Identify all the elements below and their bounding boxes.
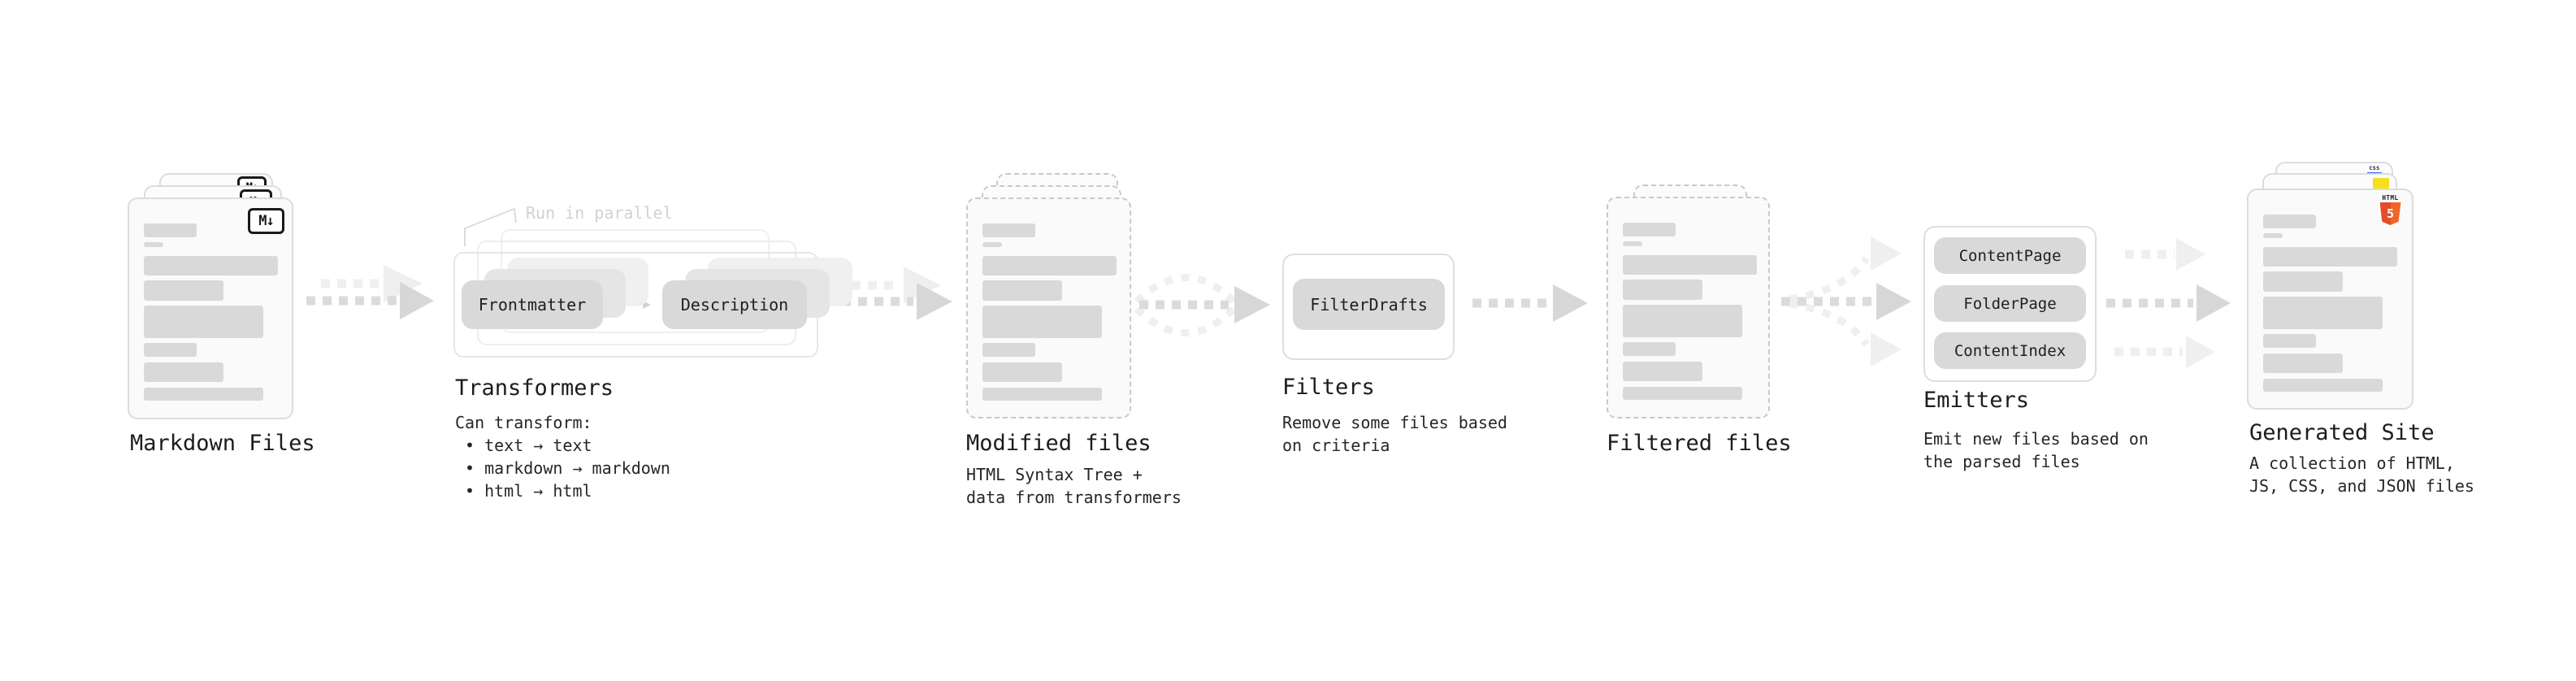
modified-file-card — [966, 197, 1131, 419]
skeleton-bar — [144, 280, 223, 301]
filtered-file-card — [1607, 197, 1770, 419]
description-pill: Description — [662, 280, 807, 329]
filterdrafts-pill: FilterDrafts — [1293, 279, 1445, 330]
skeleton-bar — [2263, 233, 2283, 238]
skeleton-bar — [2263, 354, 2343, 373]
html5-shield: 5 — [2379, 202, 2401, 225]
arrow-modified-to-filters — [1134, 274, 1270, 336]
skeleton-bar — [2263, 379, 2383, 392]
skeleton-bar — [2263, 271, 2343, 292]
skeleton-bar — [2263, 247, 2397, 267]
desc-line: Can transform: — [455, 413, 592, 432]
skeleton-bar — [982, 388, 1102, 401]
desc-bullet: • text → text — [465, 436, 592, 455]
css-word: CSS — [2369, 165, 2380, 171]
skeleton-bar — [1623, 342, 1676, 356]
skeleton-bar — [1623, 387, 1742, 400]
html5-number: 5 — [2386, 206, 2395, 221]
skeleton-bar — [982, 362, 1062, 382]
emitters-description: Emit new files based on the parsed files — [1923, 427, 2149, 473]
skeleton-bar — [982, 306, 1102, 338]
desc-bullet: • markdown → markdown — [465, 458, 670, 478]
skeleton-bar — [1623, 305, 1742, 337]
run-in-parallel-note: Run in parallel — [526, 203, 673, 223]
desc-line: on criteria — [1282, 436, 1390, 455]
stage-title-filtered: Filtered files — [1607, 431, 1792, 456]
desc-line: A collection of HTML, — [2249, 453, 2455, 473]
contentindex-pill: ContentIndex — [1934, 332, 2086, 369]
arrow-filters-to-filtered — [1472, 284, 1588, 322]
contentpage-pill: ContentPage — [1934, 237, 2086, 274]
skeleton-bar — [144, 362, 223, 382]
stage-title-emitters: Emitters — [1923, 388, 2030, 413]
skeleton-bar — [982, 280, 1062, 301]
skeleton-bar — [144, 388, 263, 401]
skeleton-bar — [982, 256, 1117, 275]
generated-description: A collection of HTML, JS, CSS, and JSON … — [2249, 452, 2474, 497]
html5-icon: HTML 5 — [2379, 195, 2401, 225]
skeleton-bar — [144, 242, 163, 247]
markdown-file-card: M↓ — [128, 197, 293, 419]
skeleton-bar — [2263, 215, 2316, 228]
generated-file-card: HTML 5 — [2247, 189, 2413, 410]
desc-line: HTML Syntax Tree + — [966, 465, 1143, 484]
skeleton-bar — [144, 343, 197, 357]
skeleton-bar — [982, 343, 1035, 357]
stage-title-markdown: Markdown Files — [130, 431, 315, 456]
skeleton-bar — [982, 223, 1035, 237]
note-leader-line — [464, 207, 517, 246]
desc-bullet: • html → html — [465, 481, 592, 501]
skeleton-bar — [144, 223, 197, 237]
skeleton-bar — [144, 306, 263, 338]
skeleton-bar — [1623, 241, 1642, 246]
arrow-emitters-to-generated — [2106, 238, 2231, 368]
desc-line: Remove some files based — [1282, 413, 1507, 432]
desc-line: the parsed files — [1923, 452, 2080, 471]
filters-description: Remove some files based on criteria — [1282, 411, 1507, 457]
arrow-filtered-to-emitters — [1781, 236, 1911, 367]
skeleton-bar — [1623, 362, 1702, 381]
frontmatter-pill: Frontmatter — [462, 280, 603, 329]
arrow-transformers-to-modified — [826, 267, 952, 320]
skeleton-bar — [144, 256, 278, 275]
transformers-description: Can transform: • text → text • markdown … — [455, 411, 670, 502]
stage-title-transformers: Transformers — [455, 375, 614, 401]
html5-word: HTML — [2382, 194, 2399, 202]
stage-title-generated: Generated Site — [2249, 420, 2435, 445]
skeleton-bar — [1623, 255, 1757, 275]
modified-description: HTML Syntax Tree + data from transformer… — [966, 463, 1182, 509]
skeleton-bar — [1623, 280, 1702, 300]
folderpage-pill: FolderPage — [1934, 285, 2086, 322]
stage-title-filters: Filters — [1282, 375, 1375, 400]
skeleton-bar — [2263, 334, 2316, 348]
markdown-icon: M↓ — [248, 208, 284, 234]
skeleton-bar — [1623, 223, 1676, 236]
desc-line: JS, CSS, and JSON files — [2249, 476, 2474, 496]
stage-title-modified: Modified files — [966, 431, 1151, 456]
skeleton-bar — [982, 242, 1002, 247]
desc-line: Emit new files based on — [1923, 429, 2149, 449]
arrow-markdown-to-transformers — [306, 265, 434, 319]
desc-line: data from transformers — [966, 488, 1182, 507]
skeleton-bar — [2263, 297, 2383, 329]
